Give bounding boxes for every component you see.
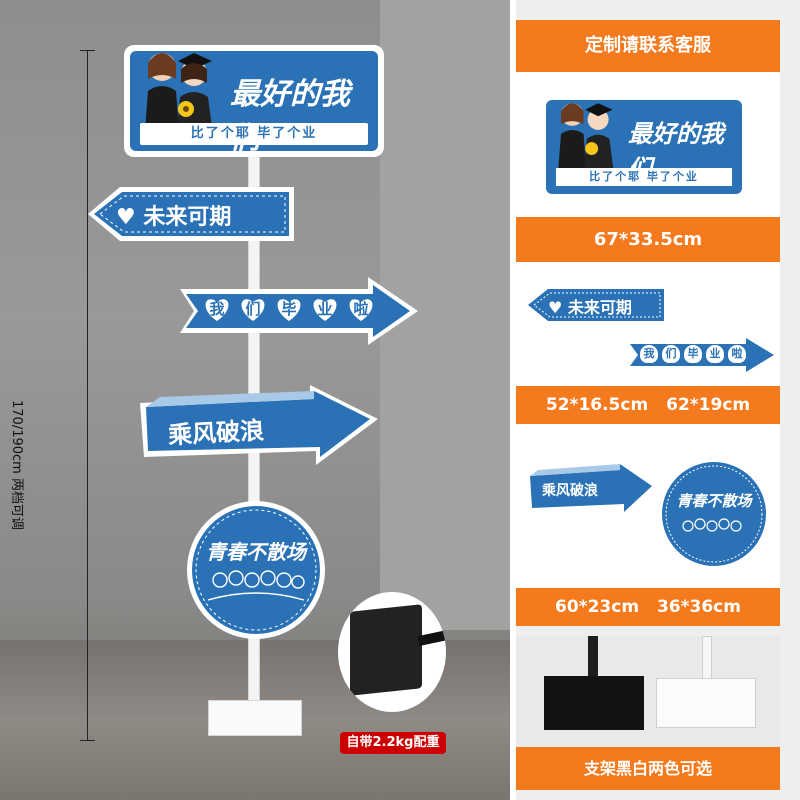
arrow-sign-wave: 乘风破浪 [138,385,380,467]
mini-top-subtitle: 比了个耶 毕了个业 [556,168,732,186]
graduates-illustration-mini [557,103,615,176]
heart-icon [313,299,337,321]
arrow3-text: 乘风破浪 [167,416,265,450]
heart-char: 们 [238,293,268,323]
heart-char: 啦 [346,293,376,323]
heart-char: 毕 [274,293,304,323]
heart-icon [349,299,373,321]
mini-heart-char: 业 [706,345,724,363]
stand-color-note: 支架黑白两色可选 [516,747,780,790]
heart-char: 我 [202,293,232,323]
mini-arrow1-text: ♥ 未来可期 [548,298,632,317]
mini-heart-char: 我 [640,345,658,363]
dimension-line [87,50,88,740]
heart-icon [241,299,265,321]
mini-round-shape [662,462,766,566]
size-label-arrow2: 62*19cm [666,395,751,415]
black-stand-base [544,676,644,730]
contact-header: 定制请联系客服 [516,20,780,72]
top-sign-subtitle: 比了个耶 毕了个业 [140,123,368,145]
mini-arrow-graduation: 我 们 毕 业 啦 [628,336,776,374]
round-sign-shape [187,501,325,639]
black-weight-block [350,604,422,696]
size-label-wave-round: 60*23cm 36*36cm [516,588,780,626]
heart-icon [205,299,229,321]
heart-icon [277,299,301,321]
size-label-arrow1: 52*16.5cm [545,395,649,415]
spec-stand-box [516,636,780,747]
top-sign-panel: 最好的我们 比了个耶 毕了个业 [130,51,378,156]
arrow-shape-left [88,187,294,241]
mini-arrow-wave: 乘风破浪 [528,464,654,514]
black-stand-pole [588,636,598,684]
dimension-label: 170/190cm 两档可调 [9,400,24,530]
round-sign: 青春不散场 [186,500,326,640]
size-label-arrows: 52*16.5cm 62*19cm [516,386,780,424]
arrow1-text: ♥ 未来可期 [116,205,232,230]
mini-arrow3-text: 乘风破浪 [542,483,598,499]
mini-heart-char: 啦 [728,345,746,363]
mini-round-title: 青春不散场 [676,492,752,510]
arrow-shape-3d [140,385,378,465]
mini-heart-row: 我 们 毕 业 啦 [640,345,746,363]
mini-top-sign: 最好的我们 比了个耶 毕了个业 [546,100,742,194]
round-sign-title: 青春不散场 [206,540,306,564]
weight-detail-inset [338,592,446,712]
mini-heart-char: 毕 [684,345,702,363]
spec-arrows-box: ♥ 未来可期 我 们 毕 业 啦 [516,262,780,386]
mini-top-title: 最好的我们 [628,119,724,183]
mini-arrow-3d-shape [530,464,652,512]
stand-base [208,700,302,736]
mini-heart-char: 们 [662,345,680,363]
mini-round-sign: 青春不散场 [660,460,768,568]
spec-top-sign-box: 最好的我们 比了个耶 毕了个业 [516,72,780,217]
mini-arrow-future: ♥ 未来可期 [526,286,666,324]
size-label-wave: 60*23cm [555,597,640,617]
heart-char: 业 [310,293,340,323]
top-sign: 最好的我们 比了个耶 毕了个业 [124,45,384,157]
size-label-round: 36*36cm [656,597,741,617]
spec-wave-round-box: 乘风破浪 青春不散场 [516,424,780,588]
weight-label: 自带2.2kg配重 [340,732,446,754]
mini-arrow-left-shape [528,289,664,321]
arrow-sign-future: ♥ 未来可期 [86,185,296,243]
arrow-sign-graduation: 我 们 毕 业 啦 [178,275,420,347]
size-label-top: 67*33.5cm [516,217,780,262]
white-stand-base [656,678,756,728]
white-stand-pole [702,636,712,684]
heart-row: 我 们 毕 业 啦 [202,293,376,323]
dimension-cap-bottom [80,740,95,741]
product-scene: 170/190cm 两档可调 最好的我们 比了个耶 毕了个业 [0,0,510,800]
